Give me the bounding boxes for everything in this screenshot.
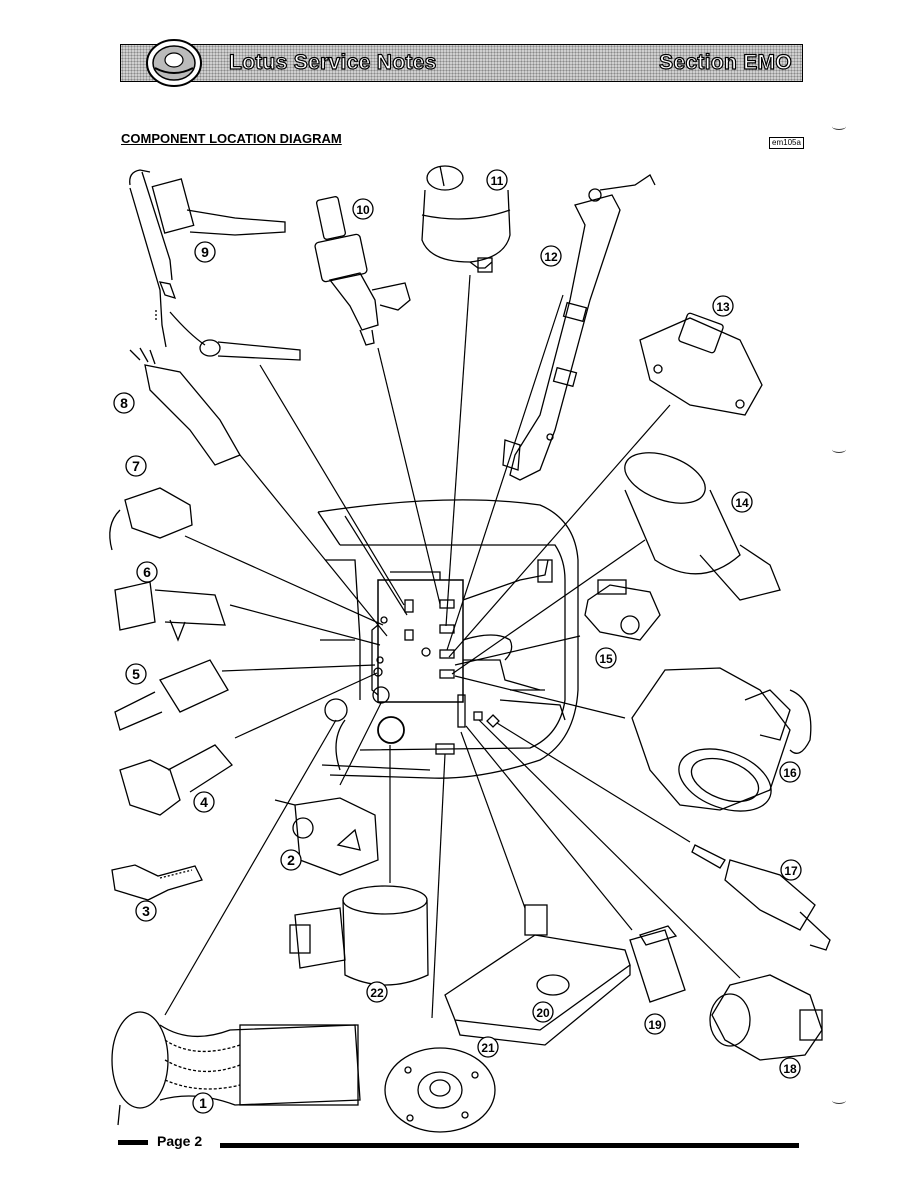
callout-7: 7 — [125, 455, 147, 477]
callout-19-label: 19 — [648, 1018, 662, 1032]
callout-22-label: 22 — [370, 986, 384, 1000]
callout-9: 9 — [194, 241, 216, 263]
margin-tick — [832, 446, 846, 453]
callout-2: 2 — [280, 849, 302, 871]
callout-17-label: 17 — [784, 864, 798, 878]
banner-title: Lotus Service Notes — [228, 50, 437, 74]
callout-1-label: 1 — [199, 1095, 207, 1111]
component-6-sensor — [114, 581, 226, 642]
callout-16: 16 — [779, 761, 801, 783]
footer-rule-left — [118, 1140, 148, 1145]
page-number: Page 2 — [157, 1133, 203, 1149]
callout-10-label: 10 — [356, 203, 370, 217]
callout-18: 18 — [779, 1057, 801, 1079]
component-3-plug — [111, 864, 203, 901]
callouts: 1 2 3 4 5 6 7 8 9 10 11 12 13 14 15 16 1… — [113, 169, 802, 1114]
callout-13-label: 13 — [716, 300, 730, 314]
callout-19: 19 — [644, 1013, 666, 1035]
callout-9-label: 9 — [201, 244, 209, 260]
callout-7-label: 7 — [132, 458, 140, 474]
callout-17: 17 — [780, 859, 802, 881]
callout-15: 15 — [595, 647, 617, 669]
callout-3-label: 3 — [142, 903, 150, 919]
component-15-connector — [584, 579, 661, 641]
callout-22: 22 — [366, 981, 388, 1003]
callout-4: 4 — [193, 791, 215, 813]
callout-12: 12 — [540, 245, 562, 267]
component-16-throttle — [631, 667, 812, 812]
callout-21-label: 21 — [481, 1041, 495, 1055]
component-20-ecu — [444, 904, 631, 1046]
component-5-sensor — [114, 659, 229, 731]
callout-3: 3 — [135, 900, 157, 922]
callout-11: 11 — [486, 169, 508, 191]
callout-11-label: 11 — [491, 174, 504, 188]
header-banner: Lotus Service Notes Section EMO — [120, 44, 803, 82]
callout-8: 8 — [113, 392, 135, 414]
callout-4-label: 4 — [200, 794, 208, 810]
banner-section: Section EMO — [659, 50, 793, 74]
callout-21: 21 — [477, 1036, 499, 1058]
callout-12-label: 12 — [544, 250, 558, 264]
component-13-module — [639, 312, 763, 416]
component-1-fuel-pump — [111, 1011, 361, 1126]
component-7-sensor — [109, 487, 193, 551]
diagram-heading: COMPONENT LOCATION DIAGRAM — [121, 131, 342, 146]
callout-6-label: 6 — [143, 564, 151, 580]
component-18-sensor — [709, 974, 823, 1061]
component-17-lambda — [691, 844, 831, 951]
callout-16-label: 16 — [783, 766, 797, 780]
callout-14: 14 — [731, 491, 753, 513]
component-14-valve — [624, 452, 781, 601]
callout-2-label: 2 — [287, 852, 295, 868]
figure-reference-tag: em105a — [769, 137, 804, 149]
callout-20: 20 — [532, 1001, 554, 1023]
callout-15-label: 15 — [599, 652, 613, 666]
footer-rule-right — [220, 1143, 799, 1148]
component-8-sensor — [129, 347, 241, 466]
callout-1: 1 — [192, 1092, 214, 1114]
component-21-disc — [384, 1047, 496, 1133]
callout-6: 6 — [136, 561, 158, 583]
callout-8-label: 8 — [120, 395, 128, 411]
callout-5: 5 — [125, 663, 147, 685]
callout-13: 13 — [712, 295, 734, 317]
callout-18-label: 18 — [783, 1062, 797, 1076]
margin-tick — [832, 1097, 846, 1104]
component-19-relay — [629, 925, 686, 1003]
component-11-canister — [421, 165, 511, 273]
engine-bay-outline — [317, 499, 579, 779]
component-22-solenoid — [289, 885, 429, 986]
engine-block — [324, 559, 566, 755]
callout-20-label: 20 — [536, 1006, 550, 1020]
callout-10: 10 — [352, 198, 374, 220]
leader-lines — [164, 274, 741, 1019]
component-9-harness — [129, 169, 301, 361]
callout-5-label: 5 — [132, 666, 140, 682]
component-10-injector — [314, 196, 411, 346]
margin-tick — [832, 123, 846, 130]
callout-14-label: 14 — [735, 496, 749, 510]
component-12-fuel-rail — [502, 174, 656, 481]
lotus-roundel-icon — [146, 39, 202, 87]
component-4-sensor — [119, 744, 233, 816]
